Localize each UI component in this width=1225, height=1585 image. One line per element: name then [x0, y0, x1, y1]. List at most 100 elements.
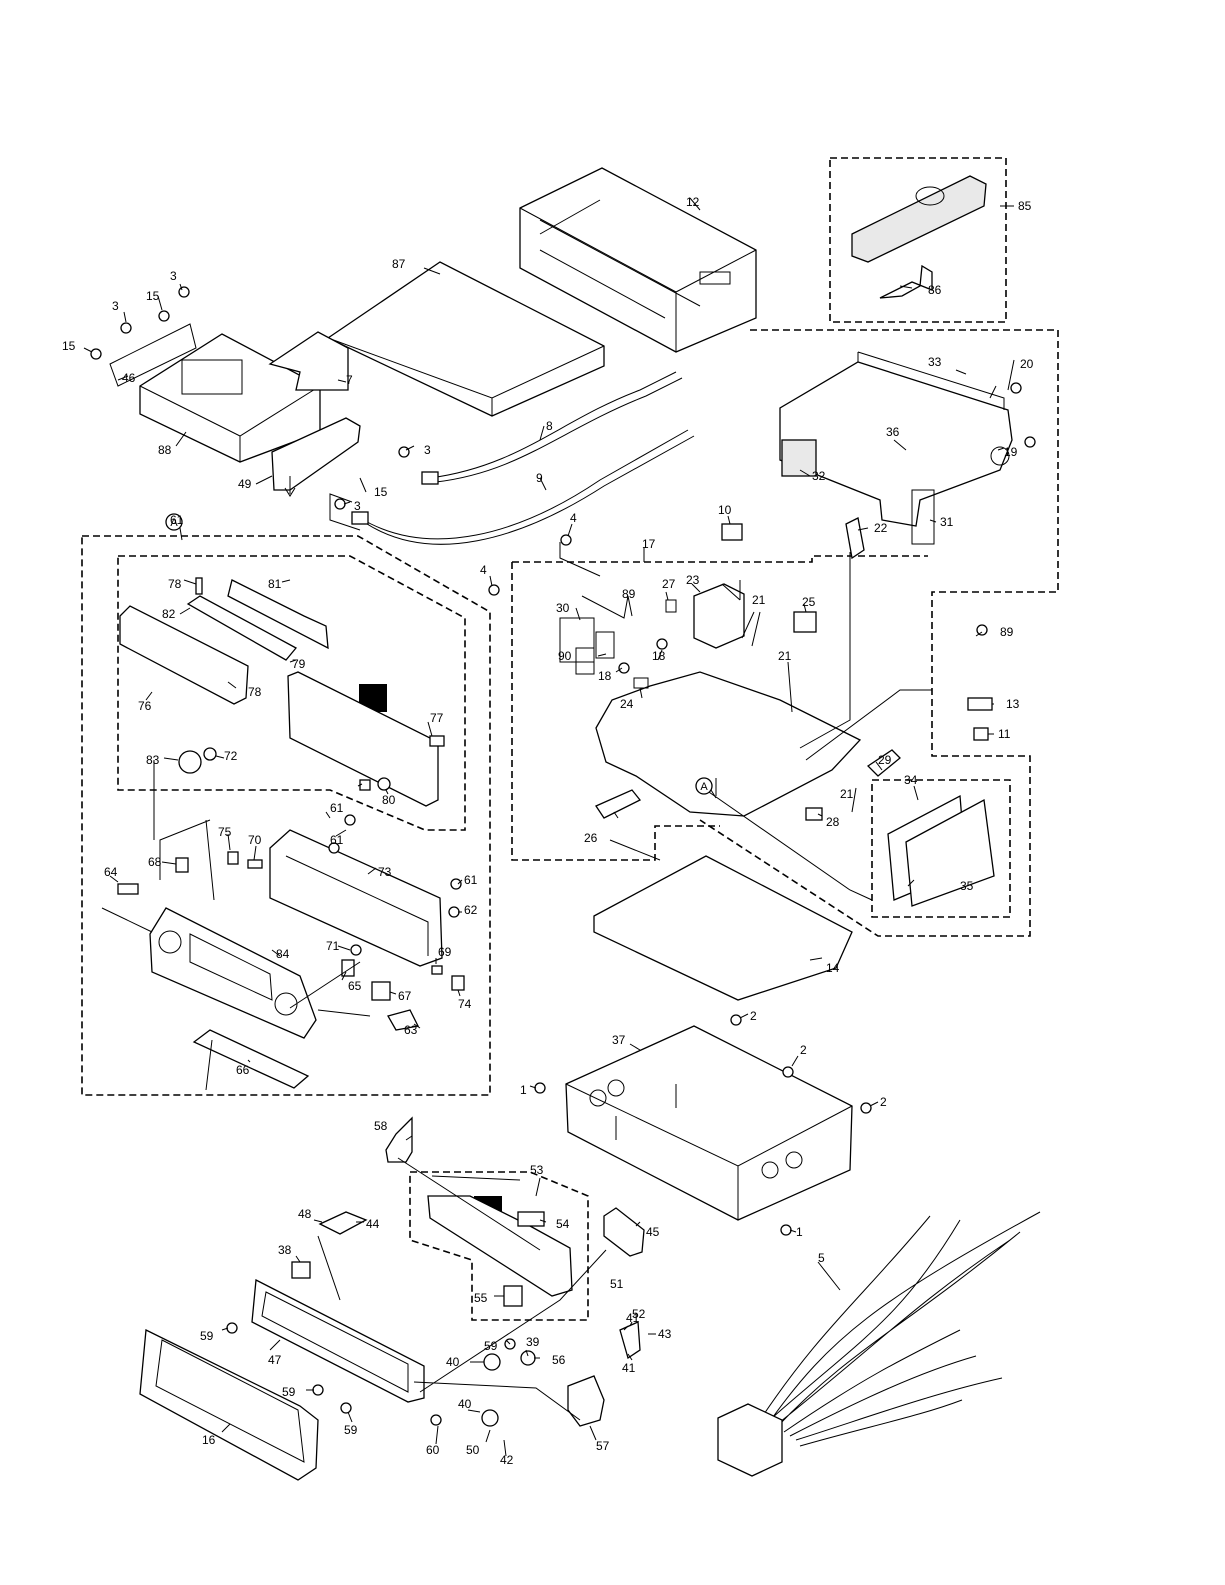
connector-26-part [595, 789, 642, 819]
part-label: 41 [622, 1361, 636, 1375]
part-label: 1 [520, 1083, 527, 1097]
part-label: 25 [802, 595, 816, 609]
display-board-part [287, 671, 439, 807]
button-strip-65-part [192, 1029, 310, 1089]
part-label: 87 [392, 257, 406, 271]
part-label: 41 [626, 1311, 640, 1325]
part-29 [866, 749, 901, 777]
part-label: 45 [646, 1225, 660, 1239]
reference-mark-a1-text: A [170, 517, 178, 529]
ring-71-part [203, 747, 217, 761]
part-label: 85 [1018, 199, 1032, 213]
part-label: 77 [430, 711, 444, 725]
chassis-sleeve-part [519, 167, 757, 353]
part-54 [503, 1285, 523, 1307]
part-label: 1 [796, 1225, 803, 1239]
part-label: 37 [612, 1033, 626, 1047]
part-label: 74 [458, 997, 472, 1011]
connector-block-23-part [693, 583, 745, 649]
part-label: 48 [298, 1207, 312, 1221]
battery-cover-part [879, 264, 933, 299]
main-board-group-boundary [511, 555, 928, 861]
part-label: 15 [146, 289, 160, 303]
part-label: 15 [62, 339, 76, 353]
part-label: 86 [928, 283, 942, 297]
part-67 [175, 857, 189, 873]
part-64 [341, 959, 355, 977]
part-label: 65 [348, 979, 362, 993]
knob-55-part [520, 1350, 536, 1366]
part-label: 18 [652, 649, 666, 663]
part-label: 11 [998, 727, 1011, 741]
knob-50-part [481, 1409, 499, 1427]
part-label: 57 [596, 1439, 610, 1453]
sub-board-group-box [871, 779, 1011, 918]
part-label: 3 [170, 269, 177, 283]
shield-plate-part [326, 261, 605, 417]
knob-82-part [178, 750, 202, 774]
knob-58-part [483, 1353, 501, 1371]
part-label: 3 [354, 499, 361, 513]
part-label: 67 [398, 989, 412, 1003]
part-label: 10 [718, 503, 732, 517]
part-label: 61 [330, 801, 344, 815]
part-label: 30 [556, 601, 570, 615]
part-label: 18 [598, 669, 612, 683]
part-label: 47 [268, 1353, 282, 1367]
part-label: 58 [374, 1119, 388, 1133]
part-label: 59 [200, 1329, 214, 1343]
part-label: 50 [466, 1443, 480, 1457]
part-label: 9 [536, 471, 543, 485]
part-label: 49 [238, 477, 252, 491]
part-label: 84 [276, 947, 290, 961]
part-label: 64 [104, 865, 118, 879]
connector-10-part [721, 523, 743, 541]
bracket-56-part [567, 1375, 605, 1427]
part-label: 34 [904, 773, 918, 787]
part-label: 36 [886, 425, 900, 439]
side-plate-part [271, 417, 361, 491]
part-63 [117, 883, 139, 895]
part-label: 63 [404, 1023, 418, 1037]
board-45-part [603, 1207, 645, 1257]
part-label: 59 [282, 1385, 296, 1399]
part-label: 32 [812, 469, 826, 483]
part-label: 4 [570, 511, 577, 525]
part-label: 78 [248, 685, 262, 699]
part-label: 78 [168, 577, 182, 591]
connector-board-part [779, 351, 1013, 545]
part-69 [247, 859, 263, 869]
ribbon-cable-part [268, 331, 349, 391]
cd-mechanism-part [109, 323, 321, 463]
part-label: 40 [446, 1355, 460, 1369]
part-label: 90 [558, 649, 572, 663]
part-label: 4 [480, 563, 487, 577]
part-label: 73 [378, 865, 392, 879]
bracket-44-part [318, 1211, 368, 1235]
part-label: 62 [464, 903, 478, 917]
part-73 [451, 975, 465, 991]
part-label: 89 [622, 587, 636, 601]
part-label: 44 [366, 1217, 380, 1231]
part-68 [431, 965, 443, 975]
part-79 [377, 777, 391, 791]
part-label: 53 [530, 1163, 544, 1177]
display-group-boundary [117, 555, 466, 831]
connector-group-boundary [699, 329, 1059, 937]
part-shapes [109, 167, 1041, 1481]
part-label: 22 [874, 521, 888, 535]
part-label: 8 [546, 419, 553, 433]
part-label: 39 [526, 1335, 540, 1349]
part-label: 56 [552, 1353, 566, 1367]
part-label: 24 [620, 697, 634, 711]
part-label: 59 [484, 1339, 498, 1353]
part-label: 15 [374, 485, 388, 499]
display-glass-81-part [186, 595, 298, 661]
part-28 [805, 807, 823, 821]
part-62 [387, 1009, 419, 1031]
part-38 [291, 1261, 311, 1279]
part-label: 72 [224, 749, 238, 763]
part-label: 3 [112, 299, 119, 313]
part-label: 61 [170, 513, 184, 527]
